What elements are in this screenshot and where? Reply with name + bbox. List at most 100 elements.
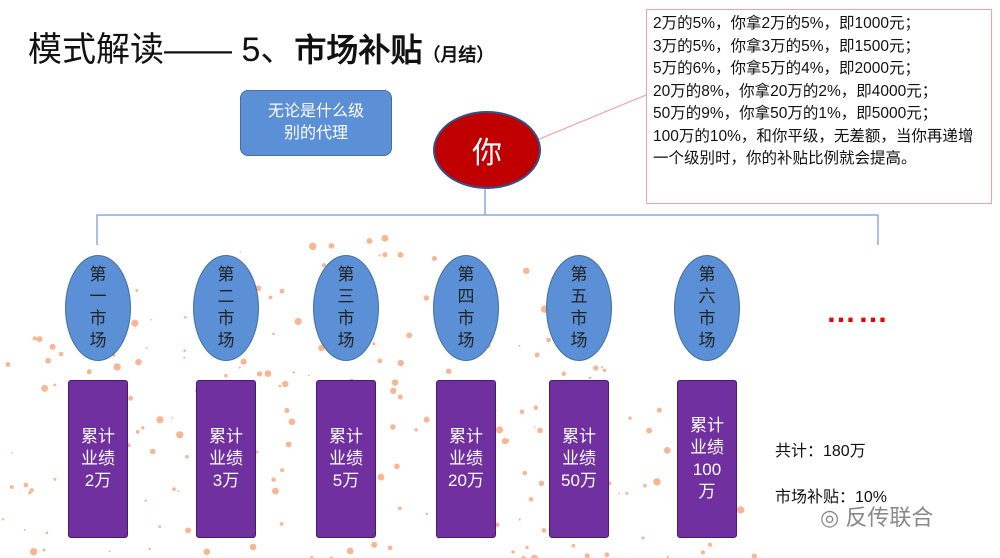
globe-dot <box>284 407 290 414</box>
globe-dot <box>584 553 590 558</box>
globe-dot <box>700 550 706 555</box>
globe-dot <box>423 416 430 423</box>
globe-dot <box>272 487 279 495</box>
globe-dot <box>292 371 295 374</box>
globe-dot <box>653 478 661 486</box>
performance-label: 累计业绩3万 <box>209 427 243 490</box>
globe-dot <box>45 357 52 364</box>
globe-dot <box>280 468 285 473</box>
globe-dot <box>522 470 528 476</box>
market-label: 第二市场 <box>217 265 235 350</box>
market-node: 第四市场 <box>433 255 499 361</box>
globe-dot <box>42 548 46 552</box>
globe-dot <box>279 288 285 294</box>
globe-dot <box>406 332 413 339</box>
globe-dot <box>588 376 592 380</box>
performance-box: 累计业绩50万 <box>549 380 609 538</box>
market-node: 第三市场 <box>313 255 379 361</box>
globe-dot <box>397 506 402 511</box>
globe-dot <box>523 267 530 275</box>
globe-dot <box>600 366 604 369</box>
globe-dot <box>397 359 404 367</box>
globe-dot <box>185 455 189 459</box>
globe-dot <box>390 424 396 430</box>
globe-dot <box>144 499 147 502</box>
globe-dot <box>29 488 34 493</box>
globe-dot <box>372 342 376 346</box>
globe-dot <box>272 332 275 336</box>
globe-dot <box>53 383 57 387</box>
globe-dot <box>519 409 525 415</box>
globe-dot <box>239 251 242 254</box>
globe-dot <box>288 418 296 426</box>
globe-dot <box>604 552 610 558</box>
performance-label: 累计业绩2万 <box>81 427 115 490</box>
market-node: 第五市场 <box>546 255 612 361</box>
globe-dot <box>541 528 547 533</box>
performance-label: 累计业绩20万 <box>448 427 484 490</box>
globe-dot <box>271 477 276 482</box>
globe-dot <box>378 254 381 257</box>
globe-dot <box>394 463 400 470</box>
globe-dot <box>41 384 49 392</box>
globe-dot <box>382 252 388 258</box>
globe-dot <box>240 358 247 365</box>
performance-box: 累计业绩2万 <box>68 380 128 538</box>
globe-dot <box>641 536 645 540</box>
globe-dot <box>397 251 404 258</box>
globe-dot <box>391 379 399 386</box>
globe-dot <box>255 450 259 454</box>
globe-dot <box>285 441 292 448</box>
globe-dot <box>23 529 26 531</box>
globe-dot <box>518 344 521 347</box>
globe-dot <box>538 480 545 487</box>
globe-dot <box>377 358 383 364</box>
globe-dot <box>183 356 186 359</box>
performance-box: 累计业绩5万 <box>316 380 376 538</box>
globe-dot <box>156 416 164 424</box>
globe-dot <box>249 543 257 551</box>
globe-dot <box>141 426 145 430</box>
globe-dot <box>177 490 180 493</box>
market-label: 第一市场 <box>89 265 107 350</box>
globe-dot <box>23 482 29 488</box>
globe-dot <box>646 427 652 434</box>
note-connector <box>536 94 647 141</box>
globe-dot <box>445 368 452 375</box>
globe-dot <box>562 371 565 374</box>
globe-dot <box>571 543 576 548</box>
globe-dot <box>135 288 139 292</box>
globe-dot <box>533 405 539 410</box>
globe-dot <box>268 295 273 300</box>
performance-label: 累计业绩100万 <box>690 416 724 501</box>
globe-dot <box>425 512 429 516</box>
globe-dot <box>131 319 139 327</box>
bracket-line <box>96 186 879 245</box>
globe-dot <box>530 554 539 558</box>
callout-bubble: 无论是什么级别的代理 <box>240 90 392 156</box>
watermark: ◎ 反传联合 <box>820 505 934 530</box>
globe-dot <box>505 438 510 443</box>
globe-dot <box>431 255 437 261</box>
globe-dot <box>172 487 176 491</box>
globe-dot <box>113 363 121 371</box>
globe-dot <box>387 545 393 551</box>
globe-dot <box>49 343 56 350</box>
globe-dot <box>328 242 335 249</box>
globe-dot <box>518 518 521 521</box>
globe-dot <box>423 295 430 301</box>
globe-dot <box>643 483 647 488</box>
globe-dot <box>158 525 162 529</box>
globe-dot <box>53 477 57 481</box>
globe-dot <box>278 384 282 388</box>
globe-dot <box>264 370 272 377</box>
globe-dot <box>663 447 671 454</box>
globe-dot <box>45 531 49 535</box>
globe-dot <box>593 365 599 371</box>
total-label: 共计：180万 <box>775 443 866 460</box>
market-node: 第六市场 <box>674 255 740 361</box>
globe-dot <box>546 337 552 343</box>
market-label: 第四市场 <box>457 265 475 350</box>
globe-dot <box>29 548 38 556</box>
performance-box: 累计业绩20万 <box>436 380 496 538</box>
